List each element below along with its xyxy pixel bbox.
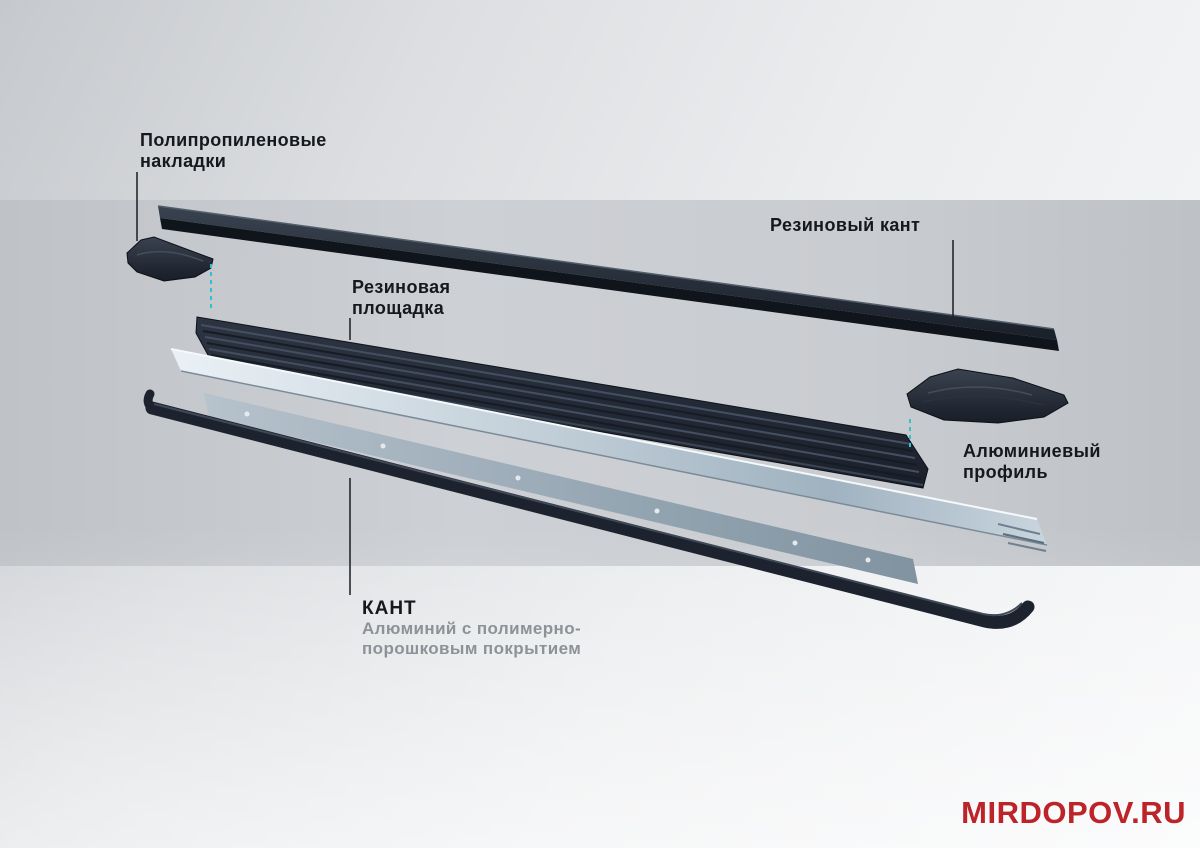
label-rubber-trim: Резиновый кант	[770, 215, 920, 236]
label-kant-subtitle-line2: порошковым покрытием	[362, 639, 582, 658]
left-end-cap-part	[126, 236, 214, 282]
rubber-trim-part	[157, 205, 1059, 351]
label-rubber-pad-line1: Резиновая	[352, 277, 451, 297]
watermark-text: MIRDOPOV.RU	[961, 795, 1186, 830]
label-kant-subtitle-line1: Алюминий с полимерно-	[362, 619, 582, 638]
rubber-pad-ribs	[200, 324, 924, 486]
right-end-cap-part	[906, 368, 1069, 424]
rubber-pad-part	[195, 316, 929, 489]
label-polypropylene-pads: Полипропиленовые накладки	[140, 130, 327, 172]
label-aluminum-profile: Алюминиевый профиль	[963, 441, 1101, 483]
label-kant-title: КАНТ	[362, 598, 417, 619]
aluminum-profile-part	[170, 348, 1048, 584]
label-rubber-pad: Резиновая площадка	[352, 277, 450, 319]
label-aluminum-line1: Алюминиевый	[963, 441, 1101, 461]
aluminum-profile-end-fins	[997, 523, 1047, 552]
label-kant: КАНТ Алюминий с полимерно- порошковым по…	[362, 598, 581, 659]
aluminum-profile-holes	[244, 411, 871, 563]
label-aluminum-line2: профиль	[963, 462, 1048, 482]
label-polypropylene-line2: накладки	[140, 151, 227, 171]
label-rubber-trim-text: Резиновый кант	[770, 215, 921, 235]
label-polypropylene-line1: Полипропиленовые	[140, 130, 327, 150]
kant-edge-part	[143, 389, 1035, 629]
label-rubber-pad-line2: площадка	[352, 298, 445, 318]
